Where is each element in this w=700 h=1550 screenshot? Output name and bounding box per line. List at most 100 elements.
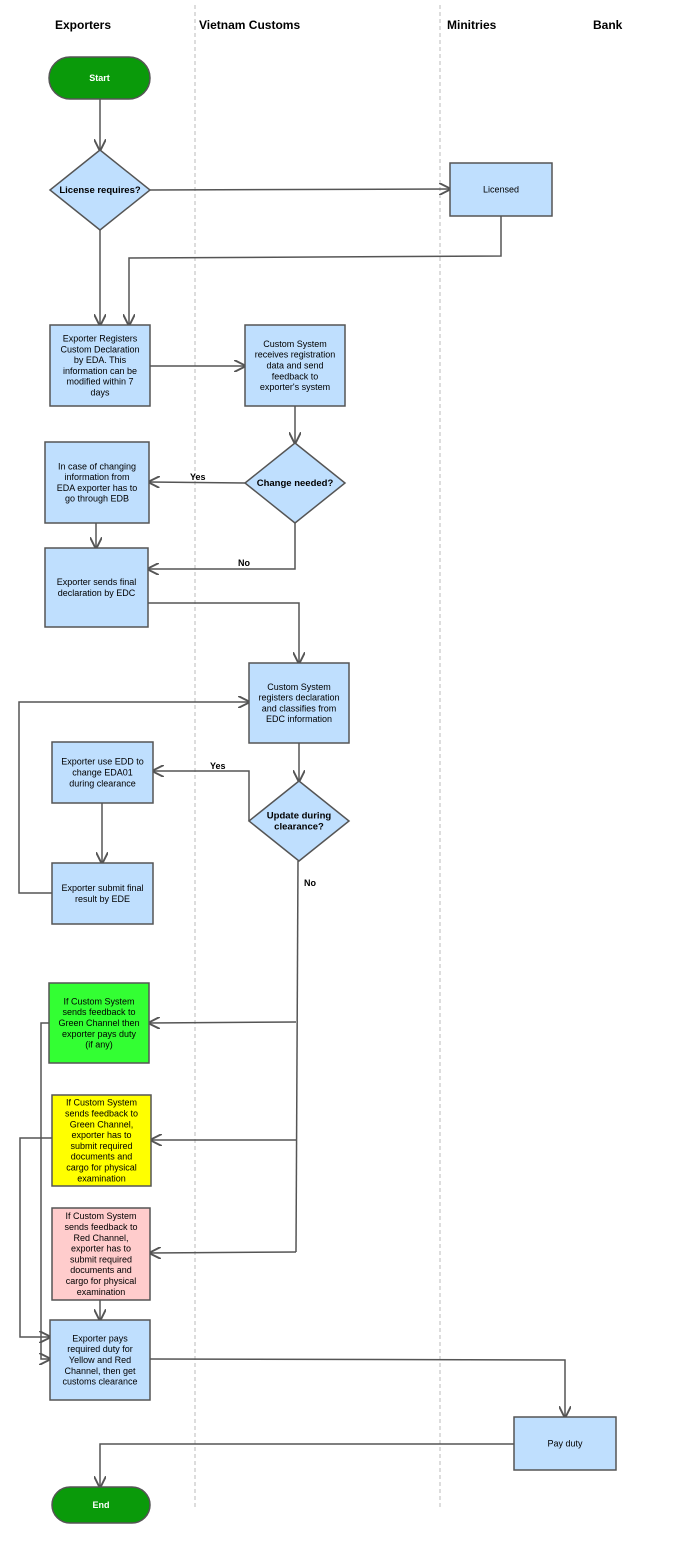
node-green-shape	[48, 982, 150, 1064]
node-license-label: License requires?	[59, 185, 141, 196]
node-licensed-shape	[449, 162, 553, 217]
edge-label-change-no: No	[238, 558, 250, 568]
node-license-shape	[48, 149, 152, 231]
edge-change-yes	[149, 482, 246, 483]
node-red-label: examination	[77, 1287, 126, 1297]
node-register-shape	[49, 324, 151, 407]
node-change-needed-shape	[243, 442, 347, 524]
node-receive-label: feedback to	[272, 371, 319, 381]
node-register-label: modified within 7	[66, 377, 133, 387]
node-yellow-label: examination	[77, 1173, 126, 1183]
node-yellow-label: submit required	[70, 1141, 132, 1151]
node-update-shape	[247, 780, 351, 862]
edge-label-update-yes: Yes	[210, 761, 226, 771]
node-green-label: exporter pays duty	[62, 1029, 137, 1039]
node-receive-shape	[244, 324, 346, 407]
node-receive-label: exporter's system	[260, 382, 330, 392]
node-red-label: If Custom System	[65, 1211, 136, 1221]
edge-update-no	[295, 860, 299, 1253]
edge-yellow-pay	[19, 1137, 52, 1337]
node-change-needed: Change needed?	[243, 442, 347, 524]
node-classify-label: and classifies from	[262, 703, 337, 713]
node-yellow-label: sends feedback to	[65, 1109, 138, 1119]
edge-licensed-register	[129, 216, 502, 325]
node-change-edb-label: go through EDB	[65, 494, 129, 504]
edge-update-yes	[153, 771, 250, 821]
lane-title-exporters: Exporters	[55, 18, 111, 32]
edge-bank-end	[100, 1443, 514, 1487]
node-use-edd-label: change EDA01	[72, 768, 133, 778]
node-submit-ede-label: result by EDE	[75, 894, 130, 904]
node-yellow-label: Green Channel,	[70, 1119, 134, 1129]
node-pay-required-label: Yellow and Red	[69, 1355, 131, 1365]
node-red-label: submit required	[70, 1254, 132, 1264]
node-green-label: sends feedback to	[62, 1007, 135, 1017]
node-license: License requires?	[48, 149, 152, 231]
node-green-label: If Custom System	[63, 996, 134, 1006]
node-pay-duty-label: Pay duty	[547, 1439, 583, 1449]
node-licensed: Licensed	[449, 162, 553, 217]
node-green-label: (if any)	[85, 1040, 113, 1050]
node-register-label: information can be	[63, 366, 137, 376]
node-register-label: days	[90, 388, 110, 398]
edge-edc-classify	[148, 602, 299, 663]
node-change-edb-label: information from	[64, 472, 129, 482]
node-pay-required-label: required duty for	[67, 1344, 133, 1354]
node-register-label: by EDA. This	[74, 355, 127, 365]
node-receive-label: Custom System	[263, 339, 327, 349]
node-red-label: exporter has to	[71, 1244, 131, 1254]
node-final-edc-shape	[44, 547, 149, 628]
edge-no-red	[150, 1252, 297, 1253]
node-red-label: cargo for physical	[66, 1276, 137, 1286]
node-receive-label: receives registration	[255, 350, 336, 360]
node-receive-label: data and send	[266, 361, 323, 371]
node-pay-duty-shape	[513, 1416, 617, 1471]
node-change-edb-shape	[44, 441, 150, 524]
node-register-label: Exporter Registers	[63, 334, 138, 344]
node-start-shape	[48, 56, 151, 100]
edge-ede-classify	[18, 702, 249, 894]
edge-label-update-no: No	[304, 878, 316, 888]
edge-change-no	[148, 523, 296, 569]
node-change-edb-label: In case of changing	[58, 461, 136, 471]
node-classify-shape	[248, 662, 350, 744]
node-use-edd-label: Exporter use EDD to	[61, 757, 144, 767]
node-pay-duty: Pay duty	[513, 1416, 617, 1471]
node-end-label: End	[93, 1500, 110, 1510]
node-register-label: Custom Declaration	[60, 344, 139, 354]
node-yellow-label: documents and	[71, 1152, 133, 1162]
node-start-label: Start	[89, 73, 110, 83]
node-pay-required-label: customs clearance	[62, 1377, 137, 1387]
node-red-label: sends feedback to	[64, 1222, 137, 1232]
node-pay-required-label: Exporter pays	[72, 1333, 128, 1343]
node-yellow-label: exporter has to	[71, 1130, 131, 1140]
edges	[18, 99, 565, 1487]
node-pay-required-label: Channel, then get	[64, 1366, 136, 1376]
node-yellow-label: cargo for physical	[66, 1163, 137, 1173]
node-update-label: Update during	[267, 811, 332, 822]
node-end-shape	[51, 1486, 151, 1524]
node-final-edc-label: Exporter sends final	[57, 577, 137, 587]
lane-title-ministries: Minitries	[447, 18, 497, 32]
node-yellow-shape	[51, 1094, 152, 1187]
node-red-shape	[51, 1207, 151, 1301]
node-classify-label: Custom System	[267, 682, 331, 692]
lane-title-customs: Vietnam Customs	[199, 18, 300, 32]
edge-green-pay	[41, 1022, 50, 1359]
node-start: Start	[48, 56, 151, 100]
node-licensed-label: Licensed	[483, 185, 519, 195]
node-change-needed-label: Change needed?	[257, 478, 334, 489]
node-end: End	[51, 1486, 151, 1524]
edge-license-licensed	[149, 189, 450, 190]
